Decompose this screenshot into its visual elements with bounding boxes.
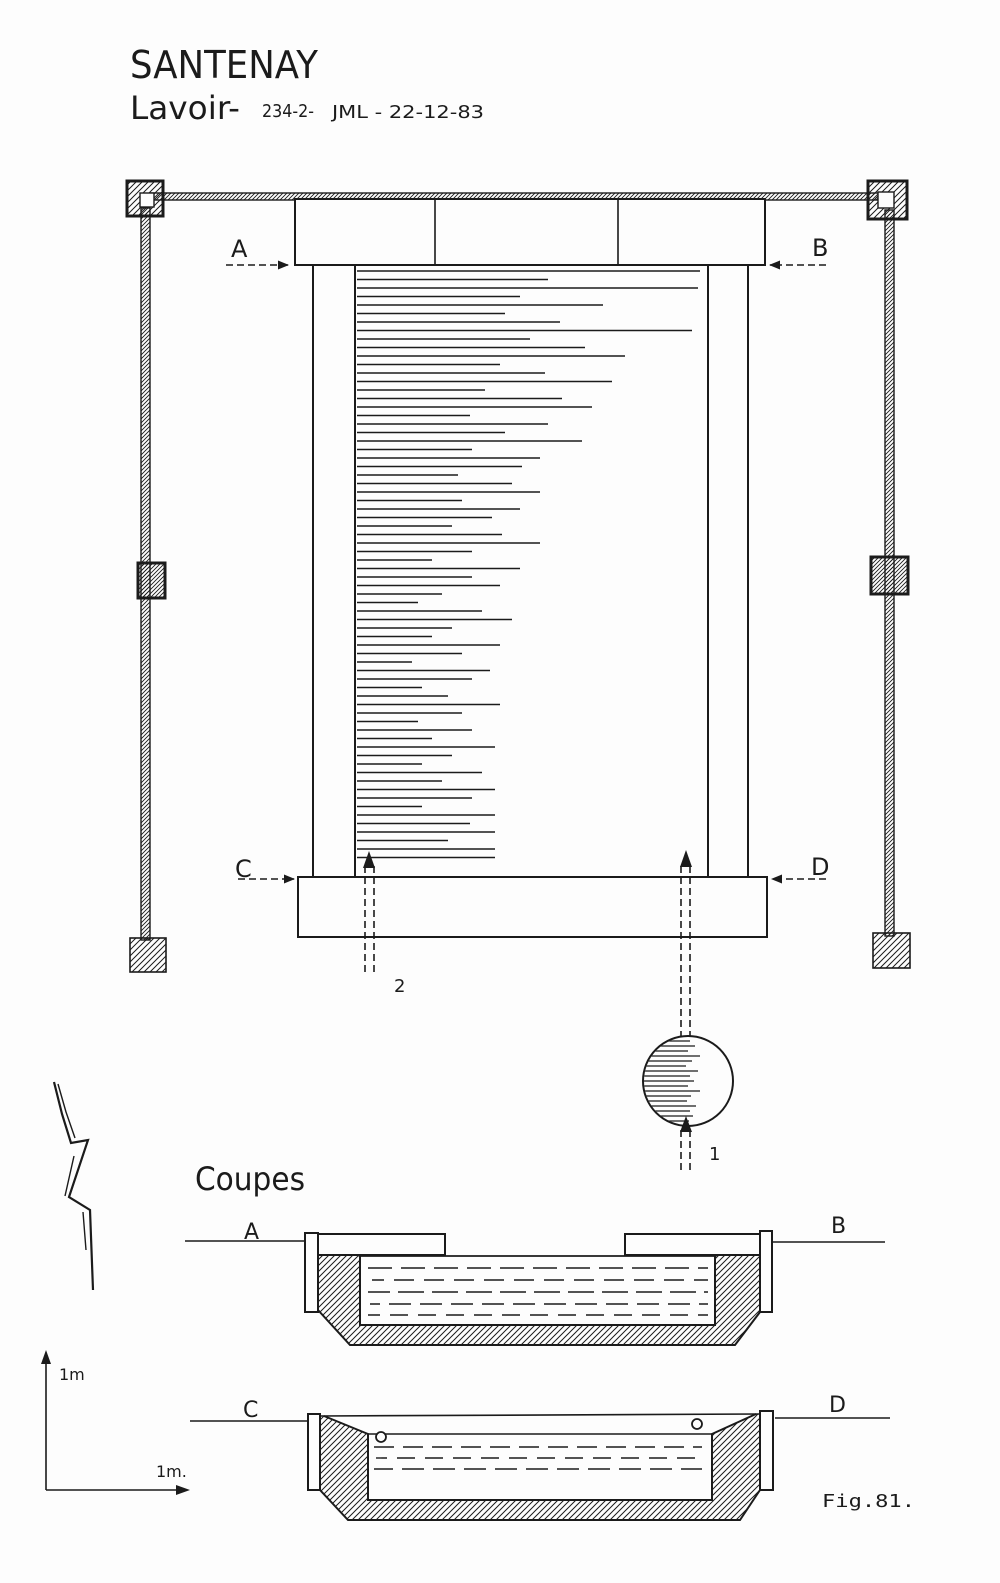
scale-bar bbox=[41, 1350, 190, 1495]
post-middle-left bbox=[136, 561, 167, 600]
section-ab-post-right bbox=[759, 1230, 773, 1313]
section-cd-post-right bbox=[759, 1410, 774, 1491]
section-cd-masonry bbox=[320, 1414, 760, 1520]
section-ab-label-right: B bbox=[831, 1214, 846, 1239]
top-coping-slab bbox=[294, 198, 766, 266]
overflow-pipe-right bbox=[691, 1418, 703, 1430]
plan-view: A B C D 2 bbox=[125, 179, 911, 1172]
figure-label: Fig.81. bbox=[822, 1491, 915, 1512]
section-cd-label-right: D bbox=[829, 1393, 846, 1418]
north-arrow-icon bbox=[52, 1081, 95, 1291]
post-bottom-right bbox=[872, 932, 911, 969]
section-marker-b: B bbox=[812, 234, 828, 262]
sections-heading: Coupes bbox=[195, 1160, 305, 1198]
section-cd-water bbox=[374, 1446, 702, 1470]
basin-wall-left bbox=[312, 264, 356, 878]
section-marker-c: C bbox=[235, 855, 252, 883]
post-bottom-left bbox=[129, 937, 167, 973]
section-marker-d: D bbox=[811, 853, 829, 881]
post-middle-right bbox=[869, 555, 910, 596]
inlet-label-2: 2 bbox=[394, 976, 405, 997]
inlet-arrow-1-upper bbox=[680, 850, 692, 1036]
scale-label-horizontal: 1m. bbox=[156, 1462, 187, 1481]
section-ab-water bbox=[368, 1267, 708, 1316]
site-title: SANTENAY bbox=[130, 43, 319, 87]
section-ab-post-left bbox=[304, 1232, 319, 1313]
section-ab-slab-right bbox=[624, 1233, 761, 1256]
reference-number: 234-2- bbox=[262, 101, 314, 122]
drawing-subtitle: Lavoir- bbox=[130, 89, 240, 127]
section-ab-masonry bbox=[318, 1238, 760, 1345]
inlet-label-1: 1 bbox=[709, 1144, 720, 1165]
bottom-coping-slab bbox=[297, 876, 768, 938]
section-ab-slab-left bbox=[317, 1233, 446, 1256]
inlet-arrow-2 bbox=[363, 851, 375, 975]
basin-water-hatching bbox=[357, 270, 700, 859]
section-cd-post-left bbox=[307, 1413, 321, 1491]
section-cd-label-left: C bbox=[243, 1398, 258, 1423]
section-ab: A B bbox=[185, 1214, 885, 1346]
section-marker-a: A bbox=[231, 235, 248, 263]
inlet-arrow-1-lower bbox=[680, 1116, 692, 1172]
author-date: JML - 22-12-83 bbox=[331, 102, 484, 123]
section-cd: C D bbox=[190, 1393, 890, 1521]
corner-post-top-left bbox=[125, 179, 165, 218]
spring-source bbox=[642, 1035, 734, 1127]
scale-label-vertical: 1m bbox=[59, 1365, 85, 1384]
overflow-pipe-left bbox=[375, 1431, 387, 1443]
basin-wall-right bbox=[707, 264, 749, 878]
section-ab-label-left: A bbox=[244, 1220, 259, 1245]
corner-post-top-right bbox=[866, 179, 909, 221]
